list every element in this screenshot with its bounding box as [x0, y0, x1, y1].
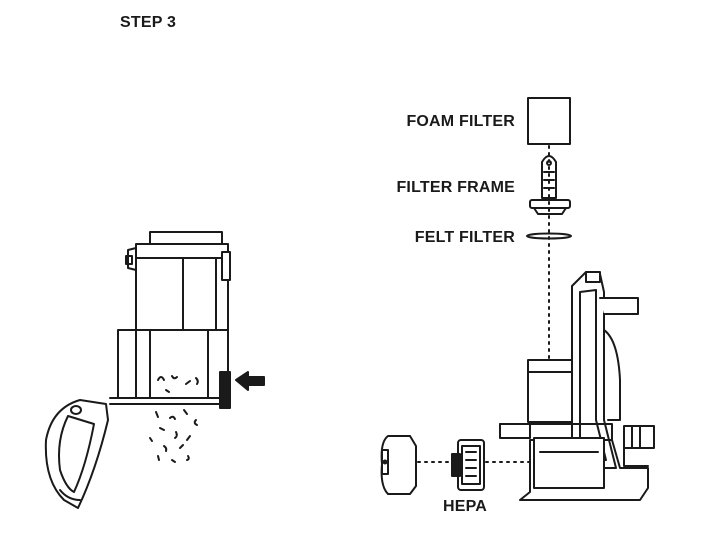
step-title: STEP 3 [120, 14, 177, 31]
arrow-left-icon [235, 371, 265, 391]
felt-filter-label: FELT FILTER [414, 229, 515, 246]
foam-filter-illustration [527, 97, 571, 145]
foam-filter-label: FOAM FILTER [406, 113, 515, 130]
filter-frame-label: FILTER FRAME [396, 179, 515, 196]
filter-frame-illustration [529, 155, 571, 215]
vacuum-body-illustration [499, 271, 655, 501]
hepa-filter-illustration [451, 439, 485, 491]
hepa-cover-illustration [380, 435, 417, 495]
hepa-label: HEPA [443, 498, 488, 515]
dust-cup-illustration [44, 231, 265, 509]
